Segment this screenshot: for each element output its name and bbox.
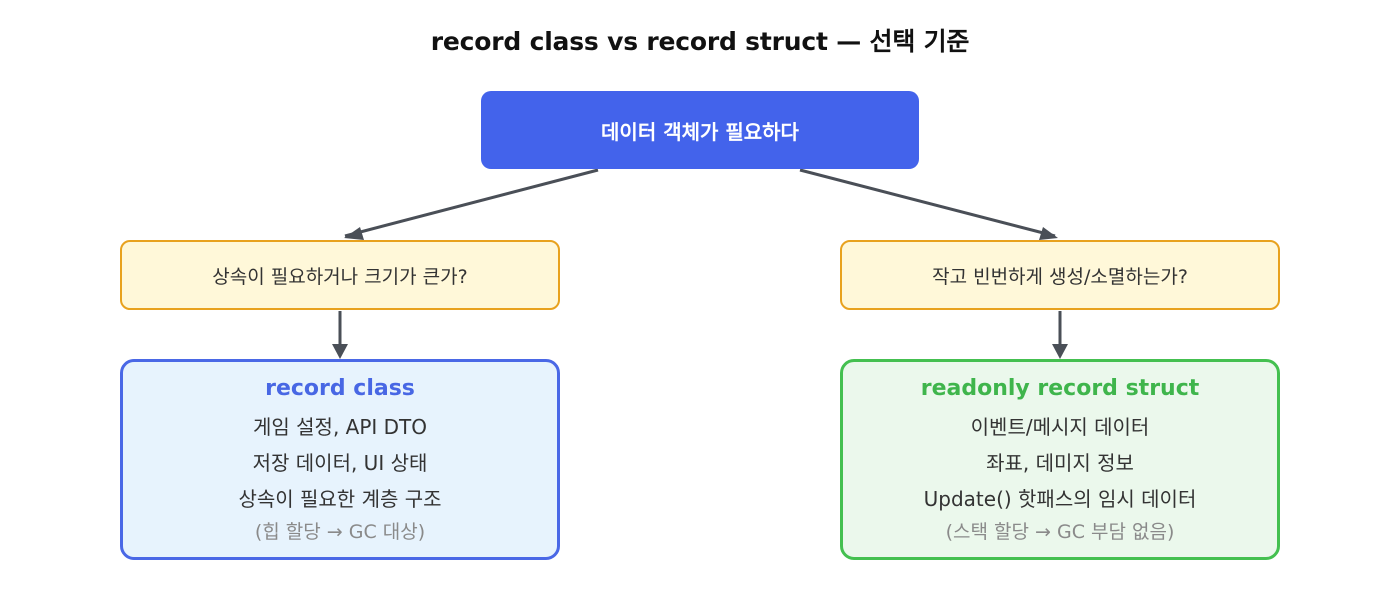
arrow-root-to-right-question	[799, 168, 1056, 238]
root-node-label: 데이터 객체가 필요하다	[601, 119, 799, 144]
record-struct-use-case: Update() 핫패스의 임시 데이터	[923, 487, 1197, 511]
record-struct-title: readonly record struct	[920, 376, 1200, 401]
question-node-inheritance: 상속이 필요하거나 크기가 큰가?	[120, 240, 560, 310]
arrow-root-to-left-question	[344, 168, 599, 238]
record-struct-use-case: 이벤트/메시지 데이터	[970, 415, 1150, 439]
arrowhead-record-class	[332, 344, 348, 359]
record-class-title: record class	[265, 376, 415, 401]
record-struct-use-case: 좌표, 데미지 정보	[986, 451, 1134, 475]
question-label-inheritance: 상속이 필요하거나 크기가 큰가?	[212, 265, 468, 288]
result-node-record-class: record class 게임 설정, API DTO 저장 데이터, UI 상…	[120, 359, 560, 560]
question-node-frequency: 작고 빈번하게 생성/소멸하는가?	[840, 240, 1280, 310]
record-class-allocation-note: (힙 할당 → GC 대상)	[254, 521, 426, 543]
record-class-use-case: 상속이 필요한 계층 구조	[238, 487, 442, 511]
question-label-frequency: 작고 빈번하게 생성/소멸하는가?	[932, 265, 1188, 288]
arrowhead-left-question	[344, 227, 364, 240]
record-struct-allocation-note: (스택 할당 → GC 부담 없음)	[945, 521, 1175, 543]
result-node-record-struct: readonly record struct 이벤트/메시지 데이터 좌표, 데…	[840, 359, 1280, 560]
arrowhead-right-question	[1039, 227, 1058, 240]
root-node: 데이터 객체가 필요하다	[481, 91, 919, 169]
record-class-use-case: 저장 데이터, UI 상태	[252, 451, 428, 475]
arrowhead-record-struct	[1052, 344, 1068, 359]
record-class-use-case: 게임 설정, API DTO	[252, 415, 428, 439]
diagram-title: record class vs record struct — 선택 기준	[430, 27, 970, 56]
